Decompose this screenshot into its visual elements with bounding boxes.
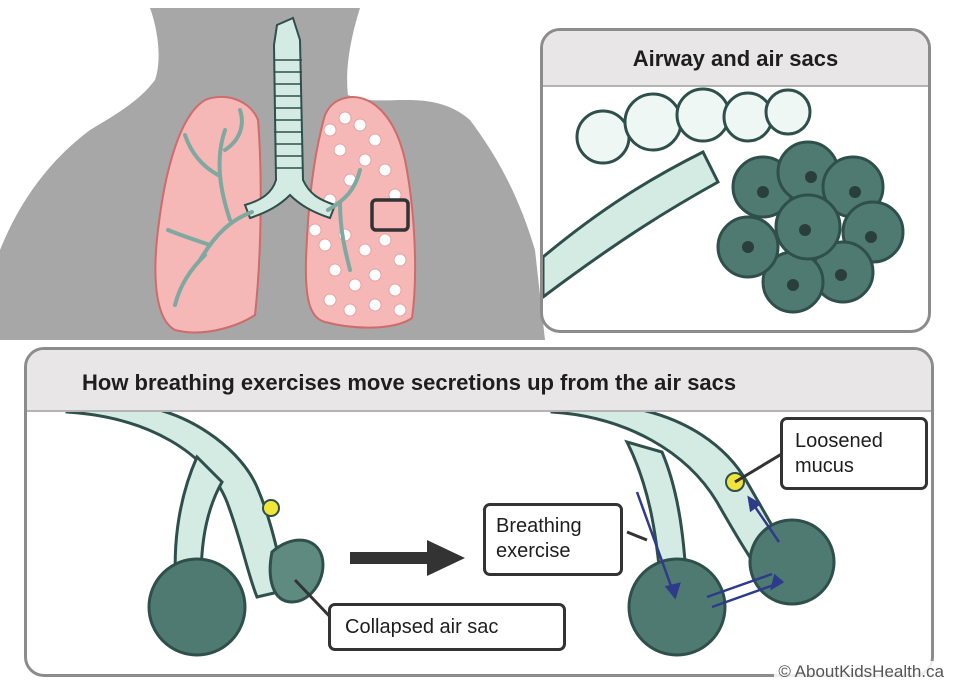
airway-panel-title: Airway and air sacs <box>543 31 928 87</box>
right-air-sac-2 <box>750 520 834 604</box>
breathing-line1: Breathing <box>496 514 610 539</box>
breathing-panel-title: How breathing exercises move secretions … <box>27 350 931 412</box>
air-sacs-closeup <box>543 87 928 332</box>
left-mucus-dot <box>263 500 279 516</box>
loosened-mucus-label: Loosened mucus <box>780 417 928 490</box>
breathing-line2: exercise <box>496 539 610 564</box>
right-air-sac-1 <box>629 559 725 655</box>
loosened-line2: mucus <box>795 454 913 479</box>
body-silhouette <box>0 8 545 340</box>
collapsed-air-sac <box>270 540 323 602</box>
copyright-notice: © AboutKidsHealth.ca <box>774 661 948 683</box>
loosened-line1: Loosened <box>795 429 913 454</box>
airway-panel: Airway and air sacs <box>540 28 931 333</box>
collapsed-air-sac-label: Collapsed air sac <box>328 603 566 651</box>
left-air-sac <box>149 559 245 655</box>
breathing-exercise-label: Breathing exercise <box>483 503 623 576</box>
transition-arrow <box>350 540 465 576</box>
